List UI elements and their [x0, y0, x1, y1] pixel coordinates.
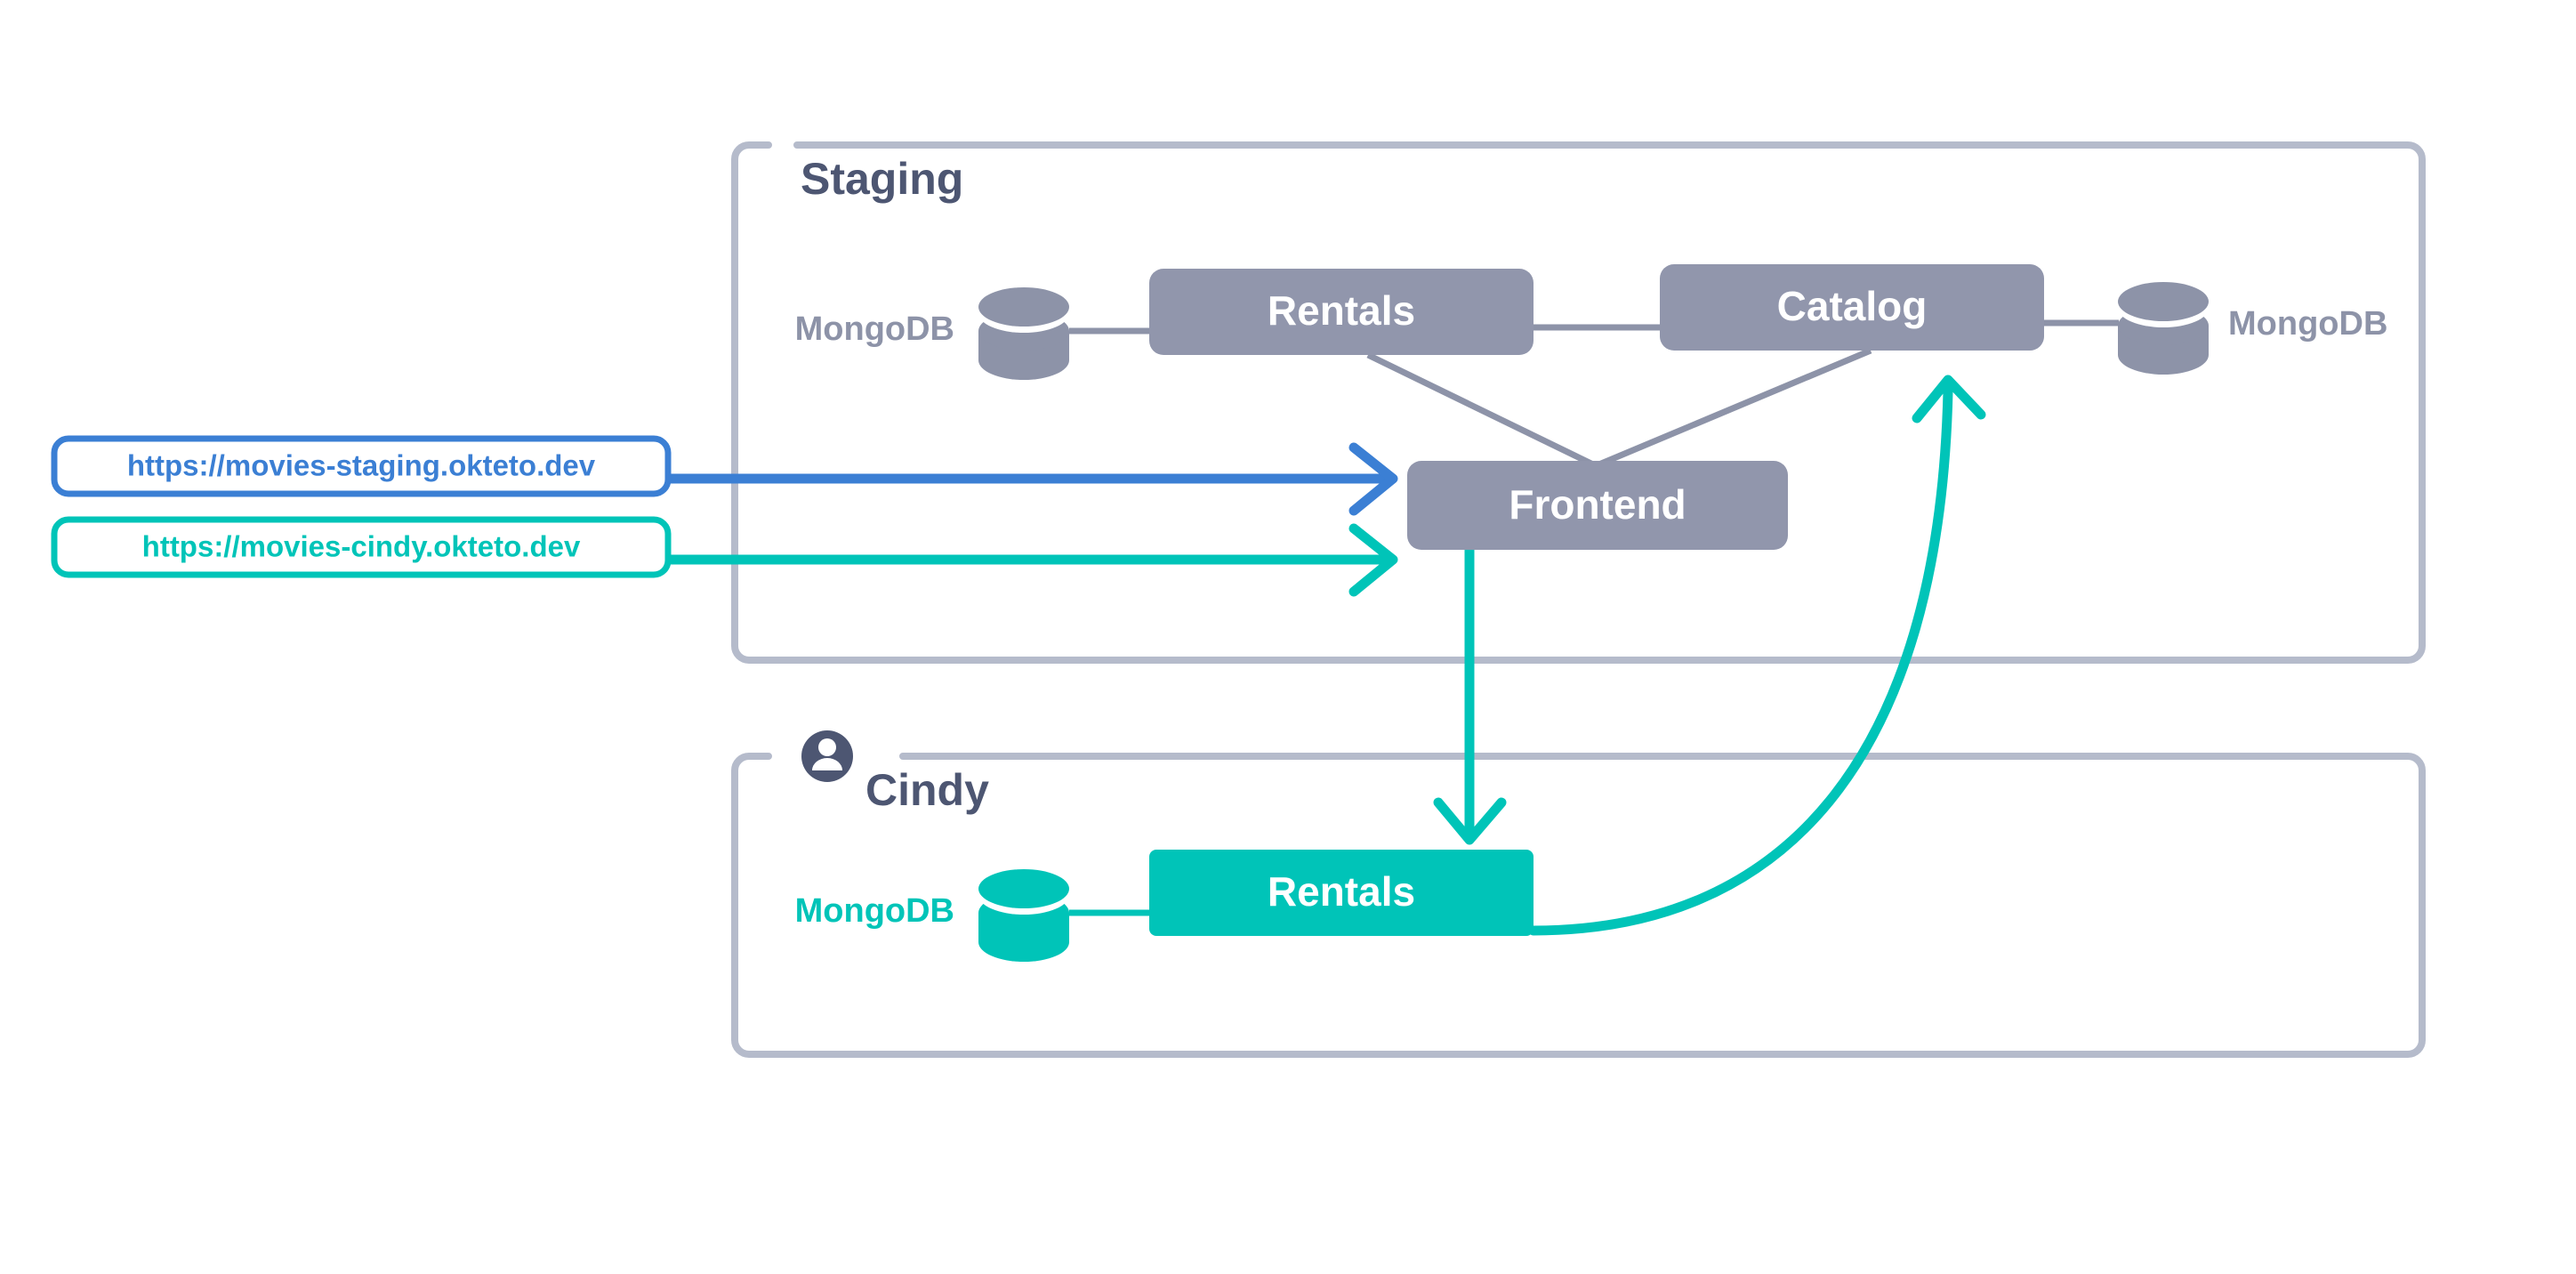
staging-catalog-label: Catalog: [1777, 283, 1928, 329]
group-cindy: Cindy: [731, 730, 2426, 1058]
staging-rentals-label: Rentals: [1268, 287, 1415, 334]
url-staging-text: https://movies-staging.okteto.dev: [127, 449, 596, 482]
staging-catalog-box[interactable]: [1660, 264, 2044, 351]
conn-url-staging-frontend-arrowhead: [1348, 442, 1398, 516]
conn-catalog-frontend: [1593, 347, 1872, 470]
group-cindy-title: Cindy: [865, 765, 989, 815]
group-cindy-border: [731, 753, 2426, 1058]
url-staging[interactable]: https://movies-staging.okteto.dev: [51, 435, 672, 497]
user-icon: [801, 730, 853, 782]
group-staging-border: [731, 141, 2426, 664]
staging-db-right: MongoDB: [2118, 282, 2387, 375]
url-cindy-text: https://movies-cindy.okteto.dev: [142, 530, 581, 563]
staging-catalog[interactable]: Catalog: [1660, 264, 2044, 351]
group-staging: Staging: [731, 141, 2426, 664]
conn-frontend-cindyrentals: [1433, 544, 1507, 845]
conn-cindyrentals-catalog-path: [1528, 386, 1953, 936]
url-cindy[interactable]: https://movies-cindy.okteto.dev: [51, 516, 672, 578]
staging-frontend[interactable]: Frontend: [1407, 461, 1788, 550]
staging-rentals[interactable]: Rentals: [1149, 269, 1534, 355]
cindy-db-left-label: MongoDB: [795, 892, 954, 930]
cindy-rentals-label: Rentals: [1268, 868, 1415, 915]
cindy-db-left: MongoDB: [795, 869, 1069, 962]
staging-db-left-label: MongoDB: [795, 310, 954, 348]
conn-url-staging-frontend: [663, 442, 1398, 516]
staging-frontend-label: Frontend: [1509, 481, 1686, 528]
conn-cindyrentals-catalog: [1528, 375, 1986, 936]
staging-db-left: MongoDB: [795, 287, 1069, 380]
conn-url-cindy-frontend: [663, 523, 1398, 597]
cindy-rentals-box[interactable]: [1149, 850, 1534, 936]
conn-url-cindy-frontend-arrowhead: [1348, 523, 1398, 597]
url-staging-pill[interactable]: [51, 435, 672, 497]
staging-db-right-label: MongoDB: [2228, 305, 2387, 343]
group-staging-title: Staging: [801, 154, 963, 204]
conn-cindyrentals-catalog-arrowhead: [1912, 375, 1986, 423]
cindy-rentals[interactable]: Rentals: [1149, 850, 1534, 936]
staging-rentals-box[interactable]: [1149, 269, 1534, 355]
connections-staging: [1069, 319, 2119, 470]
url-cindy-pill[interactable]: [51, 516, 672, 578]
conn-rentals-frontend: [1366, 351, 1598, 470]
conn-frontend-cindyrentals-arrowhead: [1433, 797, 1507, 845]
staging-frontend-box[interactable]: [1407, 461, 1788, 550]
